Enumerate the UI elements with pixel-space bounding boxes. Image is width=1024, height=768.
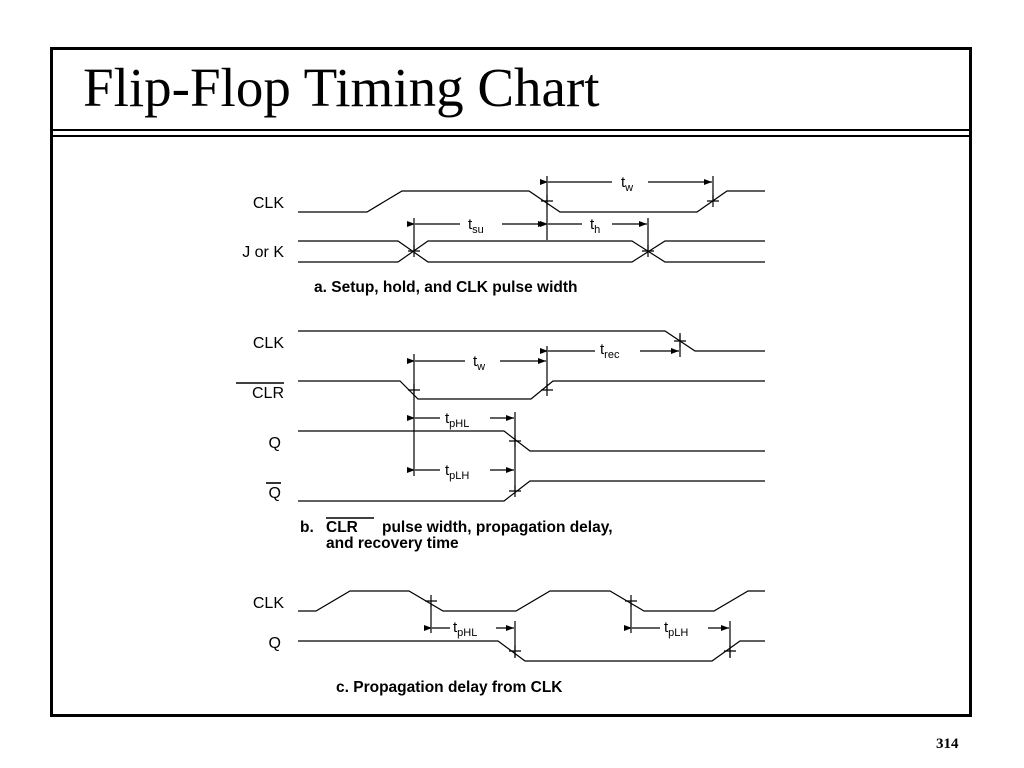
panel-b-clk-waveform <box>298 330 765 352</box>
panel-a-tsu-symbol: t <box>468 216 473 233</box>
page-number: 314 <box>936 736 959 752</box>
panel-c-q-waveform <box>298 640 765 662</box>
panel-a-th-symbol: t <box>590 216 595 233</box>
panel-b-tw-label: tw <box>473 353 485 373</box>
panel-b-tplh-label: tpLH <box>445 462 469 482</box>
panel-b-tw-sub: w <box>476 361 485 373</box>
panel-a-th-sub: h <box>594 224 600 236</box>
panel-c-waveforms <box>298 590 765 662</box>
panel-b-clr-waveform <box>298 380 765 400</box>
panel-a-cross-marks <box>408 195 719 257</box>
panel-b-tphl-label: tpHL <box>445 410 469 430</box>
panel-a-jk-label: J or K <box>242 244 284 261</box>
panel-c-tphl-label: tpHL <box>453 619 477 639</box>
panel-a-tw-sub: w <box>624 182 633 194</box>
panel-a-tsu-sub: su <box>472 224 484 236</box>
panel-c-tplh-symbol: t <box>664 619 669 636</box>
panel-a-tw-label: tw <box>621 174 633 194</box>
panel-b-waveforms <box>298 330 765 502</box>
title-area: Flip-Flop Timing Chart <box>53 50 969 137</box>
panel-a-jk-waveform-high <box>298 240 765 263</box>
panel-a-clk-waveform <box>298 190 765 213</box>
panel-a-jk-waveform-low <box>298 240 765 263</box>
panel-c-clk-label: CLK <box>253 595 284 612</box>
panel-b-q-label: Q <box>269 435 281 452</box>
panel-a-waveforms <box>298 176 765 263</box>
panel-c-cross-marks <box>425 595 736 657</box>
slide-title: Flip-Flop Timing Chart <box>83 57 600 118</box>
panel-b-tw-symbol: t <box>473 353 478 370</box>
panel-a-caption: a. Setup, hold, and CLK pulse width <box>314 279 578 296</box>
panel-b-caption-prefix: b. <box>300 519 314 536</box>
panel-b-caption-rest: pulse width, propagation delay, <box>382 519 613 536</box>
panel-b-q-waveform <box>298 430 765 452</box>
panel-c-q-label: Q <box>269 635 281 652</box>
panel-b-qbar-waveform <box>298 480 765 502</box>
panel-c-tphl-symbol: t <box>453 619 458 636</box>
panel-a-tsu-label: tsu <box>468 216 484 236</box>
panel-b-tphl-symbol: t <box>445 410 450 427</box>
panel-c-clk-waveform <box>298 590 765 612</box>
title-rule-top <box>53 129 969 131</box>
panel-b-caption-line1: b. CLR pulse width, propagation delay, <box>300 519 613 536</box>
panel-c-tphl-sub: pHL <box>457 627 477 639</box>
title-rule-bottom <box>53 135 969 137</box>
panel-a-tw-symbol: t <box>621 174 626 191</box>
panel-b-clr-label: CLR <box>252 385 284 402</box>
panel-b-clk-label: CLK <box>253 335 284 352</box>
panel-b-trec-sub: rec <box>604 349 620 361</box>
panel-a-th-label: th <box>590 216 600 236</box>
panel-b-tplh-sub: pLH <box>449 470 469 482</box>
panel-a-clk-label: CLK <box>253 195 284 212</box>
panel-b-caption-line2: and recovery time <box>326 535 459 552</box>
slide-frame: Flip-Flop Timing Chart <box>50 47 972 717</box>
panel-b-trec-symbol: t <box>600 341 605 358</box>
panel-b-tplh-symbol: t <box>445 462 450 479</box>
panel-c-tplh-sub: pLH <box>668 627 688 639</box>
panel-b-tphl-sub: pHL <box>449 418 469 430</box>
panel-b-qbar-label: Q <box>269 485 281 502</box>
panel-b-caption-clr: CLR <box>326 519 358 536</box>
panel-c-caption: c. Propagation delay from CLK <box>336 679 563 696</box>
panel-b-trec-label: trec <box>600 341 620 361</box>
panel-c-tplh-label: tpLH <box>664 619 688 639</box>
